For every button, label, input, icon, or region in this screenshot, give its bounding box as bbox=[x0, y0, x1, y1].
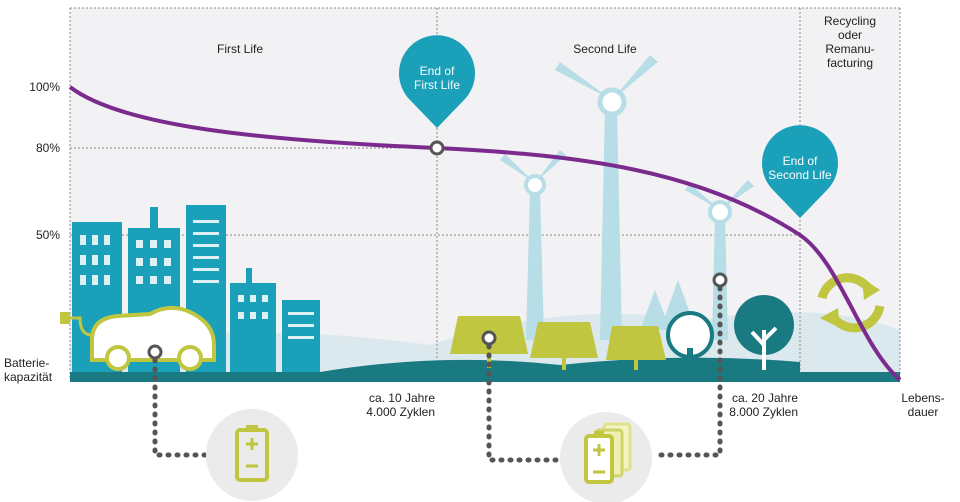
ground-strip bbox=[70, 372, 900, 382]
battery-icon-single bbox=[235, 425, 269, 482]
y-tick-100: 100% bbox=[29, 80, 60, 94]
y-tick-80: 80% bbox=[35, 141, 60, 155]
marker-car bbox=[147, 344, 163, 360]
y-axis-label: Batterie- kapazität bbox=[4, 356, 74, 384]
recycling-arrowhead-2 bbox=[820, 308, 840, 328]
recycling-line-3: Remanu- bbox=[825, 42, 875, 56]
recycling-line-1: Recycling bbox=[823, 14, 877, 28]
phase-label-second-life: Second Life bbox=[573, 42, 637, 56]
pin-end-of-first-life bbox=[399, 35, 475, 129]
marker-end-first-life bbox=[429, 140, 445, 156]
y-axis-label-line-1: Batterie- bbox=[4, 356, 50, 370]
phase-label-recycling: Recycling oder Remanu- facturing bbox=[805, 14, 895, 70]
x-axis-label-line-1: Lebens- bbox=[901, 391, 945, 405]
building-windows bbox=[80, 220, 314, 339]
recycling-line-2: oder bbox=[837, 28, 863, 42]
electric-car-illustration bbox=[60, 306, 216, 371]
x-mark-10-years: ca. 10 Jahre 4.000 Zyklen bbox=[355, 391, 435, 419]
trees-illustration bbox=[666, 295, 794, 372]
x-axis-label-line-2: dauer bbox=[907, 405, 939, 419]
marker-turbine bbox=[712, 272, 728, 288]
y-axis-label-line-2: kapazität bbox=[4, 370, 53, 384]
y-tick-50: 50% bbox=[35, 228, 60, 242]
x-axis-label: Lebens- dauer bbox=[893, 391, 953, 419]
ground-hill bbox=[320, 357, 800, 372]
x-mark-2-line-1: ca. 20 Jahre bbox=[731, 391, 798, 405]
x-mark-1-line-1: ca. 10 Jahre bbox=[368, 391, 435, 405]
pin-second-line-2: Second Life bbox=[768, 168, 832, 182]
phase-label-first-life: First Life bbox=[216, 42, 263, 56]
pin-second-line-1: End of bbox=[782, 154, 818, 168]
x-mark-2-line-2: 8.000 Zyklen bbox=[729, 405, 798, 419]
x-mark-20-years: ca. 20 Jahre 8.000 Zyklen bbox=[718, 391, 798, 419]
pin-first-line-2: First Life bbox=[413, 78, 460, 92]
pin-second-life-text: End of Second Life bbox=[760, 154, 840, 182]
recycling-arrowhead-1 bbox=[862, 278, 880, 300]
pin-first-line-1: End of bbox=[419, 64, 455, 78]
pin-first-life-text: End of First Life bbox=[397, 64, 477, 92]
dotted-connectors bbox=[152, 285, 723, 463]
recycling-line-4: facturing bbox=[826, 56, 874, 70]
pin-end-of-second-life bbox=[762, 125, 838, 218]
battery-circle-single bbox=[206, 409, 298, 501]
x-mark-1-line-2: 4.000 Zyklen bbox=[366, 405, 435, 419]
capacity-curve bbox=[68, 85, 902, 382]
battery-icon-multi bbox=[584, 422, 632, 484]
marker-solar bbox=[481, 330, 497, 346]
